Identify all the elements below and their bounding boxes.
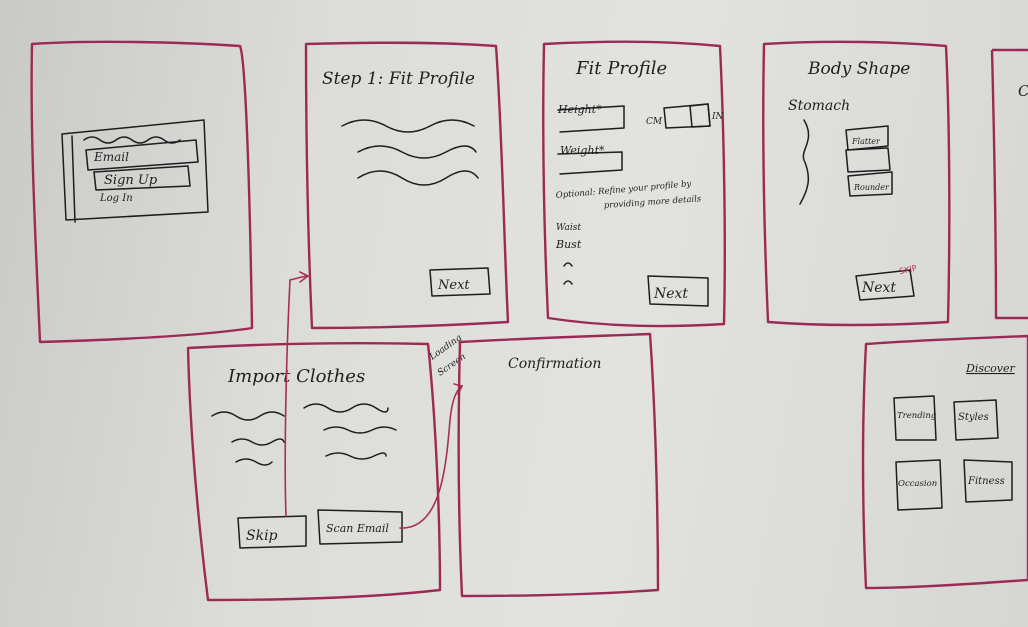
sign-up-label: Sign Up: [104, 173, 158, 188]
fit-profile-screen-sketch: Fit Profile Height* CM IN Weight* Option…: [542, 40, 726, 328]
email-field[interactable]: Email: [85, 139, 199, 171]
discover-tile-label: Fitness: [967, 476, 1005, 487]
log-in-link[interactable]: Log In: [99, 193, 133, 204]
waist-label: Waist: [556, 223, 581, 233]
discover-title: Discover: [965, 362, 1015, 375]
scan-email-button[interactable]: Scan Email: [317, 509, 403, 545]
skip-annotation[interactable]: SKIP: [899, 263, 918, 275]
unit-toggle[interactable]: [663, 103, 711, 129]
confirmation-title: Confirmation: [508, 356, 601, 372]
step1-next-button[interactable]: Next: [429, 267, 491, 297]
import-clothes-title: Import Clothes: [227, 366, 365, 387]
height-input[interactable]: [557, 105, 625, 133]
discover-screen-sketch: Discover Trending Styles Occasion Fitnes…: [861, 334, 1028, 590]
body-shape-next-button[interactable]: Next: [855, 269, 915, 301]
flow-arrowhead-step1: [299, 271, 310, 283]
import-skip-label: Skip: [246, 528, 278, 544]
body-shape-next-label: Next: [861, 280, 896, 296]
email-label: Email: [93, 150, 129, 164]
option-flatter[interactable]: Flatter: [845, 125, 889, 151]
discover-tile-label: Styles: [958, 412, 989, 423]
fit-profile-title: Fit Profile: [575, 58, 667, 79]
import-skip-button[interactable]: Skip: [237, 515, 307, 549]
body-shape-title: Body Shape: [807, 59, 910, 79]
fit-profile-next-button[interactable]: Next: [647, 275, 709, 307]
unit-cm-label: CM: [646, 117, 663, 127]
height-label: Height*: [557, 103, 602, 116]
discover-tile-trending[interactable]: Trending: [893, 395, 937, 441]
discover-tile-fitness[interactable]: Fitness: [963, 459, 1013, 503]
partial-title-fragment: C: [1018, 82, 1028, 100]
partial-screen-sketch: C: [990, 48, 1028, 320]
option-rounder-label: Rounder: [853, 183, 890, 192]
flow-arrow-skip-to-step1: [284, 275, 307, 517]
confirmation-screen-sketch: Confirmation: [457, 332, 660, 598]
discover-tile-label: Occasion: [898, 479, 937, 489]
step1-screen-sketch: Step 1: Fit Profile Next: [304, 41, 510, 330]
discover-tile-occasion[interactable]: Occasion: [895, 459, 943, 511]
flow-arrow-scan-to-confirmation: [399, 385, 463, 529]
body-silhouette-line: [799, 119, 810, 205]
sign-up-button[interactable]: Sign Up: [93, 165, 191, 191]
step1-next-label: Next: [437, 278, 470, 293]
stomach-label: Stomach: [788, 98, 850, 114]
unit-in-label: IN: [711, 112, 725, 122]
discover-tile-styles[interactable]: Styles: [953, 399, 999, 441]
optional-text-line2: providing more details: [604, 194, 703, 211]
body-shape-screen-sketch: Body Shape Stomach Flatter Rounder Next …: [762, 40, 951, 327]
discover-tile-label: Trending: [897, 411, 937, 421]
scan-email-label: Scan Email: [326, 522, 389, 535]
step1-title: Step 1: Fit Profile: [322, 69, 475, 89]
option-flatter-label: Flatter: [851, 137, 881, 146]
option-rounder[interactable]: Rounder: [847, 171, 893, 197]
weight-input[interactable]: [557, 151, 623, 175]
import-clothes-screen-sketch: Import Clothes Skip Scan Email Loading S…: [186, 333, 468, 602]
login-screen-sketch: Email Sign Up Log In: [30, 40, 254, 344]
bust-label: Bust: [555, 238, 582, 251]
weight-label: Weight*: [560, 144, 605, 157]
option-middle[interactable]: [845, 147, 891, 173]
fit-profile-next-label: Next: [653, 286, 688, 302]
